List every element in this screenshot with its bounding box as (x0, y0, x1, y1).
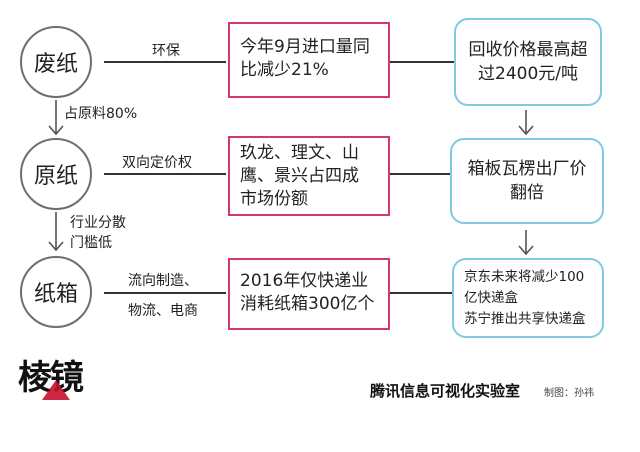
right-box-row1-line1: 回收价格最高超 (468, 40, 588, 60)
prism-logo: 棱镜 (18, 356, 100, 402)
mid-box-row2-line2: 鹰、景兴占四成 (240, 166, 359, 186)
edge-label-down2-line2: 门槛低 (70, 235, 112, 251)
edge-label-down1: 占原料80% (64, 106, 138, 122)
edge-label-row1: 环保 (152, 43, 180, 59)
node-waste-paper-label: 废纸 (33, 52, 78, 77)
right-box-row1-line2: 过2400元/吨 (478, 64, 578, 84)
node-raw-paper: 原纸 (20, 138, 92, 210)
edge-label-row3-line1: 流向制造、 (128, 273, 198, 289)
edge-label-row3-line2: 物流、电商 (128, 303, 198, 319)
node-carton: 纸箱 (20, 256, 92, 328)
mid-box-row1: 今年9月进口量同 比减少21% (228, 22, 390, 98)
right-box-row3-line3: 苏宁推出共享快递盒 (464, 310, 586, 327)
mid-box-row2-line1: 玖龙、理文、山 (240, 143, 359, 163)
mid-box-row1-line1: 今年9月进口量同 (240, 37, 370, 57)
right-box-row2: 箱板瓦楞出厂价 翻倍 (450, 138, 604, 224)
right-box-row1: 回收价格最高超 过2400元/吨 (454, 18, 602, 106)
credit-main: 腾讯信息可视化实验室 (370, 382, 521, 400)
right-box-row3-line1: 京东未来将减少100 (464, 268, 585, 285)
mid-box-row2: 玖龙、理文、山 鹰、景兴占四成 市场份额 (228, 136, 390, 216)
mid-box-row3-line2: 消耗纸箱300亿个 (240, 294, 375, 314)
mid-box-row2-line3: 市场份额 (240, 189, 308, 209)
mid-box-row3-line1: 2016年仅快递业 (240, 271, 369, 291)
prism-triangle-icon (42, 380, 70, 400)
right-box-row3: 京东未来将减少100 亿快递盒 苏宁推出共享快递盒 (452, 258, 604, 338)
right-box-row3-line2: 亿快递盒 (464, 289, 518, 306)
mid-box-row1-line2: 比减少21% (240, 60, 329, 80)
edge-label-down2-line1: 行业分散 (70, 215, 126, 231)
edge-label-row2: 双向定价权 (122, 155, 192, 171)
right-box-row2-line2: 翻倍 (510, 183, 544, 203)
right-box-row2-line1: 箱板瓦楞出厂价 (467, 159, 587, 179)
node-raw-paper-label: 原纸 (33, 164, 78, 189)
credit-small: 制图：孙祎 (544, 388, 594, 399)
mid-box-row3: 2016年仅快递业 消耗纸箱300亿个 (228, 258, 390, 330)
node-waste-paper: 废纸 (20, 26, 92, 98)
node-carton-label: 纸箱 (33, 282, 78, 307)
